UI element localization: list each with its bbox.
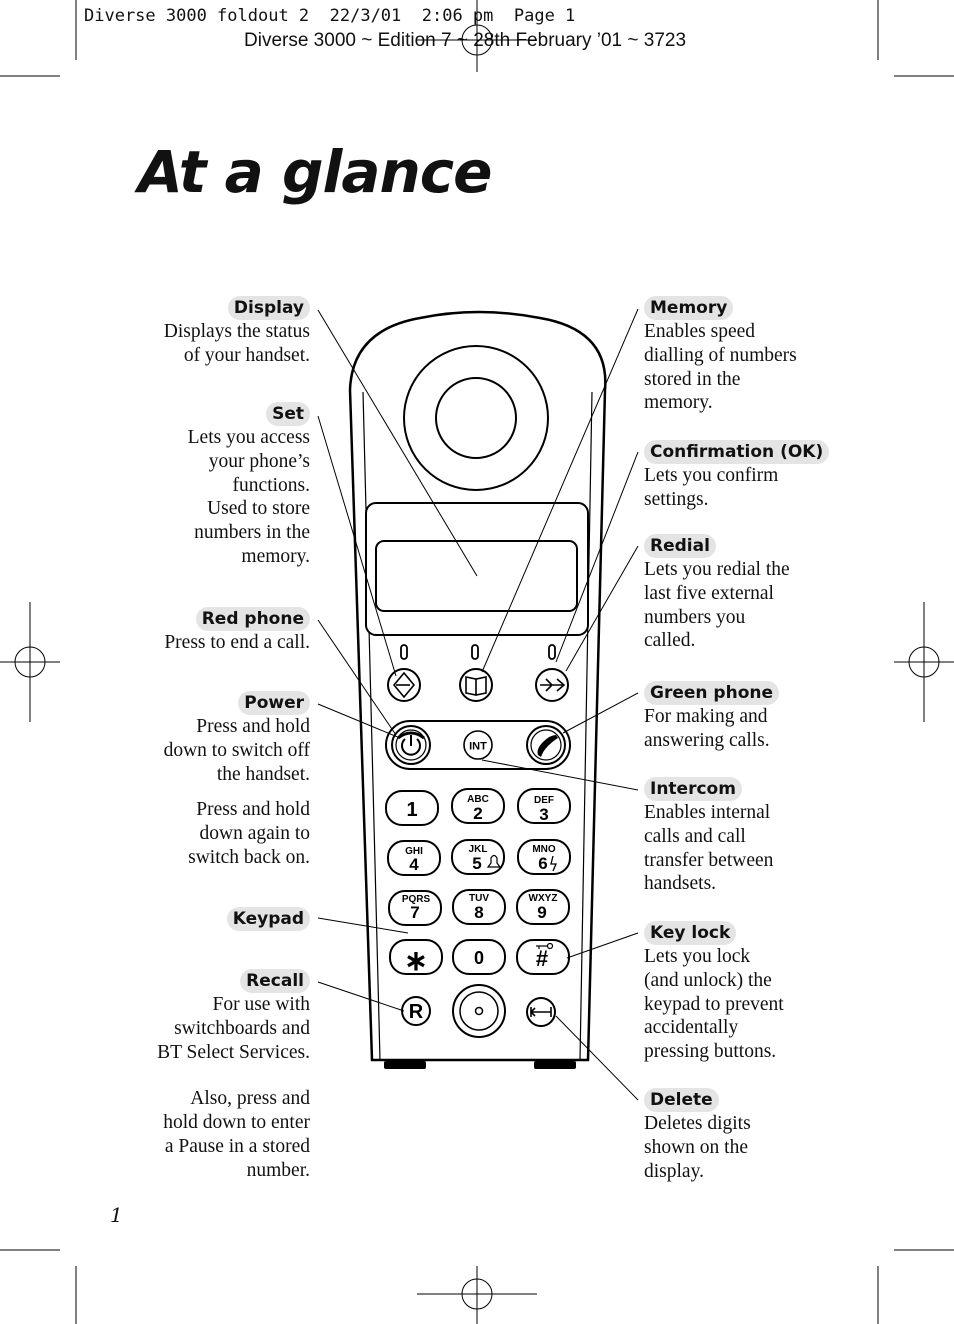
intercom-desc: Enables internal calls and call transfer…: [644, 802, 774, 895]
key-8: 8: [474, 903, 483, 922]
key-7: 7: [410, 903, 419, 922]
callout-keypad: Keypad: [135, 907, 310, 931]
key-2-letters: ABC: [467, 794, 489, 805]
key-3-letters: DEF: [534, 795, 554, 806]
power-label: Power: [238, 691, 310, 715]
memory-label: Memory: [644, 296, 734, 320]
intercom-button[interactable]: INT: [463, 730, 493, 760]
key-9: 9: [537, 903, 546, 922]
power-desc-2: Press and hold down again to switch back…: [188, 799, 310, 868]
handset-hangup-icon: [397, 731, 425, 740]
keypad-label: Keypad: [226, 907, 310, 931]
key-1: 1: [406, 799, 417, 821]
redial-desc: Lets you redial the last five external n…: [644, 559, 790, 652]
green-phone-button[interactable]: [526, 725, 566, 765]
book-icon: [465, 676, 487, 696]
key-lock-desc: Lets you lock (and unlock) the keypad to…: [644, 946, 784, 1063]
memory-button[interactable]: [459, 668, 493, 702]
key-icon: [536, 942, 554, 950]
bell-icon: [486, 854, 502, 868]
registration-mark-bottom: [417, 1266, 537, 1324]
navigation-button[interactable]: [452, 984, 506, 1038]
delete-button[interactable]: [526, 997, 556, 1027]
set-desc: Lets you access your phone’s functions. …: [187, 427, 310, 567]
page-title: At a glance: [138, 138, 493, 206]
callout-green-phone: Green phone For making and answering cal…: [644, 681, 819, 753]
red-phone-desc: Press to end a call.: [164, 632, 310, 653]
callout-delete: Delete Deletes digits shown on the displ…: [644, 1088, 819, 1183]
callout-confirmation: Confirmation (OK) Lets you confirm setti…: [644, 440, 844, 512]
callout-redial: Redial Lets you redial the last five ext…: [644, 534, 819, 653]
redial-label: Redial: [644, 534, 716, 558]
redial-arrow-icon: [540, 678, 566, 692]
red-phone-label: Red phone: [195, 607, 310, 631]
phone-handset-icon: [537, 735, 558, 757]
set-button[interactable]: [387, 668, 421, 702]
intercom-label: Intercom: [644, 777, 742, 801]
key-lock-label: Key lock: [644, 921, 737, 945]
key-7-letters: PQRS: [402, 894, 431, 905]
int-label: INT: [469, 741, 487, 753]
recall-desc: For use with switchboards and BT Select …: [157, 994, 310, 1063]
key-star: ∗: [404, 945, 427, 976]
confirmation-desc: Lets you confirm settings.: [644, 465, 779, 510]
callout-power: Power Press and hold down to switch off …: [135, 691, 310, 870]
registration-mark-right: [894, 602, 954, 722]
green-phone-label: Green phone: [644, 681, 780, 705]
recall-label: Recall: [240, 969, 310, 993]
key-2: 2: [473, 804, 482, 823]
power-desc: Press and hold down to switch off the ha…: [163, 716, 310, 785]
power-icon: [401, 738, 421, 756]
registration-mark-top: [417, 0, 537, 72]
key-5-letters: JKL: [469, 844, 488, 855]
key-8-letters: TUV: [469, 893, 489, 904]
delete-label: Delete: [644, 1088, 719, 1112]
key-6-letters: MNO: [532, 844, 556, 855]
callout-set: Set Lets you access your phone’s functio…: [135, 402, 310, 569]
confirmation-label: Confirmation (OK): [644, 440, 830, 464]
set-label: Set: [266, 402, 310, 426]
print-slug: Diverse 3000 foldout 2 22/3/01 2:06 pm P…: [84, 6, 576, 26]
key-6: 6: [538, 854, 547, 873]
callout-memory: Memory Enables speed dialling of numbers…: [644, 296, 819, 415]
key-9-letters: WXYZ: [529, 893, 558, 904]
redial-button[interactable]: [535, 668, 569, 702]
key-hash: #: [536, 946, 548, 971]
callout-display: Display Displays the status of your hand…: [135, 296, 310, 368]
key-4: 4: [409, 855, 419, 874]
display-desc: Displays the status of your handset.: [163, 321, 310, 366]
callout-intercom: Intercom Enables internal calls and call…: [644, 777, 819, 896]
callout-key-lock: Key lock Lets you lock (and unlock) the …: [644, 921, 819, 1064]
delete-desc: Deletes digits shown on the display.: [644, 1113, 751, 1182]
key-4-letters: GHI: [405, 846, 423, 857]
keypad: [385, 788, 571, 975]
recall-key-label: R: [409, 1001, 424, 1023]
recall-desc-2: Also, press and hold down to enter a Pau…: [163, 1088, 310, 1181]
callout-red-phone: Red phone Press to end a call.: [135, 607, 310, 655]
key-0: 0: [474, 948, 484, 968]
leader-lines: [317, 308, 639, 1101]
registration-mark-left: [0, 602, 60, 722]
earpiece-inner: [435, 377, 517, 459]
page-number: 1: [110, 1203, 123, 1227]
recall-button[interactable]: R: [401, 996, 431, 1026]
key-6-symbol-icon: [550, 855, 557, 872]
key-5: 5: [472, 854, 481, 873]
display-label: Display: [227, 296, 310, 320]
delete-icon: [529, 1007, 552, 1017]
memory-desc: Enables speed dialling of numbers stored…: [644, 321, 797, 414]
key-3: 3: [539, 805, 548, 824]
callout-recall: Recall For use with switchboards and BT …: [135, 969, 310, 1183]
green-phone-desc: For making and answering calls.: [644, 706, 770, 751]
red-phone-button[interactable]: [391, 725, 431, 765]
keypad-labels: 1 ABC 2 DEF 3 GHI 4 JKL 5 MNO 6 PQRS 7 T…: [402, 794, 558, 976]
